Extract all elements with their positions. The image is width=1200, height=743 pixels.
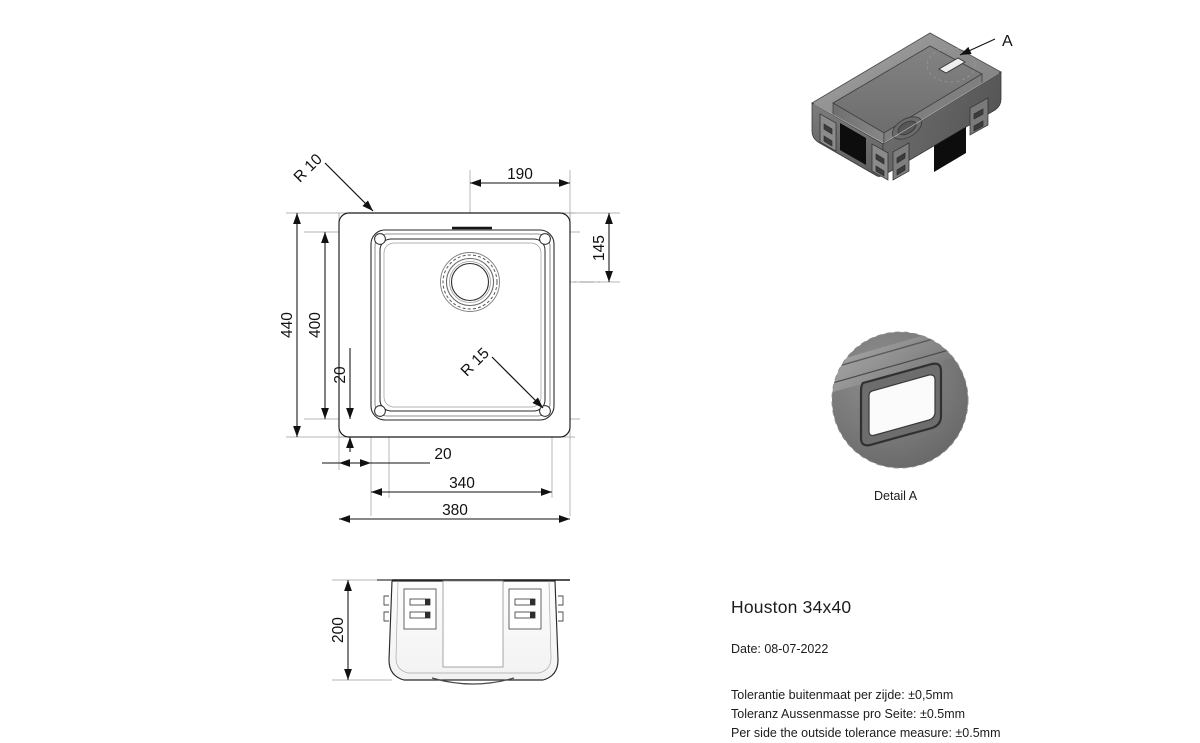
dim-380: 380 [339, 502, 570, 523]
dim-200-label: 200 [330, 617, 347, 643]
dim-340-label: 340 [449, 475, 475, 492]
front-extension-lines [332, 579, 392, 681]
iso-callout-a-label: A [1002, 33, 1013, 50]
iso-brackets [819, 97, 989, 181]
sink-outer-outline [338, 212, 571, 438]
dim-380-label: 380 [442, 502, 468, 519]
dim-20-horizontal: 20 [322, 446, 452, 467]
detail-circle-border [831, 331, 969, 469]
dim-340: 340 [371, 475, 552, 496]
tolerance-notes: Tolerantie buitenmaat per zijde: ±0,5mm … [731, 657, 1151, 743]
iso-overflow-slot [938, 57, 966, 74]
dim-20-vertical-label: 20 [332, 366, 349, 384]
dim-400: 400 [307, 232, 329, 419]
iso-highlights [813, 72, 1000, 144]
front-drain-boss [431, 677, 515, 685]
tolerance-note-nl: Tolerantie buitenmaat per zijde: ±0,5mm [731, 688, 954, 702]
tolerance-note-en: Per side the outside tolerance measure: … [731, 726, 1001, 740]
dim-190-label: 190 [507, 166, 533, 183]
dim-400-label: 400 [307, 312, 324, 338]
detail-circle-content [832, 332, 968, 447]
sink-bowl-inner [383, 242, 542, 408]
drawing-date: Date: 08-07-2022 [731, 642, 829, 656]
corner-beads [374, 233, 551, 417]
dim-190: 190 [470, 166, 570, 187]
dim-200: 200 [330, 580, 352, 680]
r10-label: R 10 [291, 151, 326, 186]
drain-assembly [440, 252, 500, 312]
iso-view: A [811, 32, 1013, 181]
iso-callout-a: A [959, 33, 1013, 56]
front-view: 200 [330, 579, 570, 685]
product-name: Houston 34x40 [731, 597, 852, 617]
iso-recess-panels [840, 123, 966, 172]
radius-callout-r10: R 10 [291, 151, 374, 212]
detail-overflow-slot [859, 362, 943, 447]
sink-bowl-outline [379, 238, 546, 412]
sink-rim-outer [370, 229, 555, 421]
front-body-inner [395, 580, 552, 674]
dim-20-horizontal-label: 20 [434, 446, 452, 463]
detail-a-caption: Detail A [874, 489, 918, 503]
front-center-panel [442, 580, 504, 668]
detail-rim-edge [832, 332, 968, 373]
dim-145-label: 145 [591, 235, 608, 261]
dim-145: 145 [591, 213, 613, 282]
detail-rim-edge2 [832, 335, 968, 387]
detail-view [831, 331, 969, 469]
dim-440: 440 [279, 213, 301, 437]
dim-440-label: 440 [279, 312, 296, 338]
front-side-clips [383, 595, 564, 622]
front-mounting-brackets [403, 588, 542, 630]
iso-detail-circle [926, 47, 976, 83]
sink-rim-mid [374, 233, 551, 417]
top-view: R 10 R 15 440 400 20 [279, 151, 620, 523]
tolerance-note-de: Toleranz Aussenmasse pro Seite: ±0.5mm [731, 707, 966, 721]
dim-20-vertical: 20 [332, 348, 354, 452]
title-block: Houston 34x40 Date: 08-07-2022 Toleranti… [731, 597, 1151, 743]
